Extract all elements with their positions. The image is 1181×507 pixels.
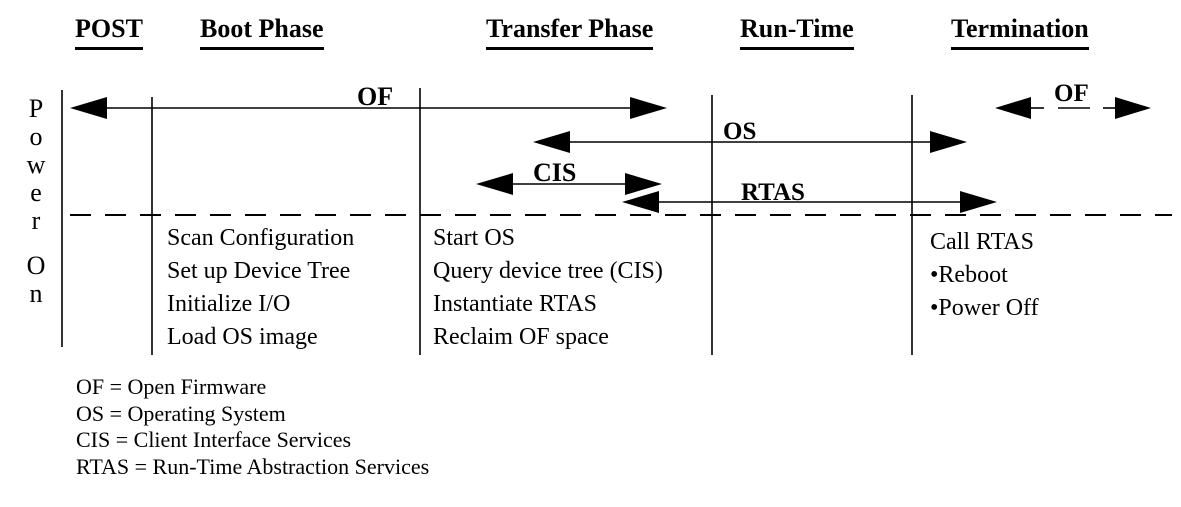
termination-task-item: •Reboot (930, 262, 1008, 288)
termination-task-item: •Power Off (930, 295, 1039, 321)
rtas-arrow-label: RTAS (741, 179, 805, 206)
boot-task-list: Scan Configuration Set up Device Tree In… (167, 222, 354, 354)
os-arrow-head-right (930, 131, 967, 153)
boot-task-item: Initialize I/O (167, 291, 291, 317)
transfer-task-item: Query device tree (CIS) (433, 258, 663, 284)
of-termination-arrow-head-left (995, 97, 1031, 119)
rtas-arrow-head-left (622, 191, 659, 213)
transfer-task-list: Start OS Query device tree (CIS) Instant… (433, 222, 663, 354)
legend-item-cis: CIS = Client Interface Services (76, 427, 352, 452)
os-arrow-head-left (533, 131, 570, 153)
phase-header-boot: Boot Phase (200, 14, 324, 50)
rtas-arrow-head-right (960, 191, 997, 213)
phase-header-termination: Termination (951, 14, 1089, 50)
cis-arrow-head-right (625, 173, 662, 195)
boot-task-item: Scan Configuration (167, 225, 355, 251)
of-arrow-label: OF (357, 82, 394, 111)
boot-task-item: Set up Device Tree (167, 258, 351, 284)
legend-item-os: OS = Operating System (76, 400, 286, 426)
transfer-task-item: Reclaim OF space (433, 324, 609, 350)
acronym-legend: OF = Open Firmware OS = Operating System… (76, 374, 429, 480)
transfer-task-item: Start OS (433, 225, 516, 251)
power-on-label-power: P o w e r (26, 94, 46, 235)
legend-item-of: OF = Open Firmware (76, 374, 267, 399)
phase-header-post: POST (75, 14, 143, 50)
power-on-label-on: O n (26, 251, 46, 308)
boot-task-item: Load OS image (167, 324, 318, 350)
transfer-task-item: Instantiate RTAS (433, 291, 597, 317)
phase-header-runtime: Run-Time (740, 14, 854, 50)
os-arrow-label: OS (723, 118, 757, 145)
legend-item-rtas: RTAS = Run-Time Abstraction Services (76, 453, 430, 479)
termination-task-list: Call RTAS •Reboot •Power Off (930, 226, 1039, 325)
phase-header-transfer: Transfer Phase (486, 14, 654, 50)
termination-task-item: Call RTAS (930, 229, 1034, 255)
of-termination-arrow-label: OF (1054, 80, 1089, 107)
cis-arrow-head-left (476, 173, 513, 195)
of-arrow-head-left (70, 97, 107, 119)
cis-arrow-label: CIS (533, 158, 577, 187)
of-arrow-head-right (630, 97, 667, 119)
of-termination-arrow-head-right (1115, 97, 1151, 119)
